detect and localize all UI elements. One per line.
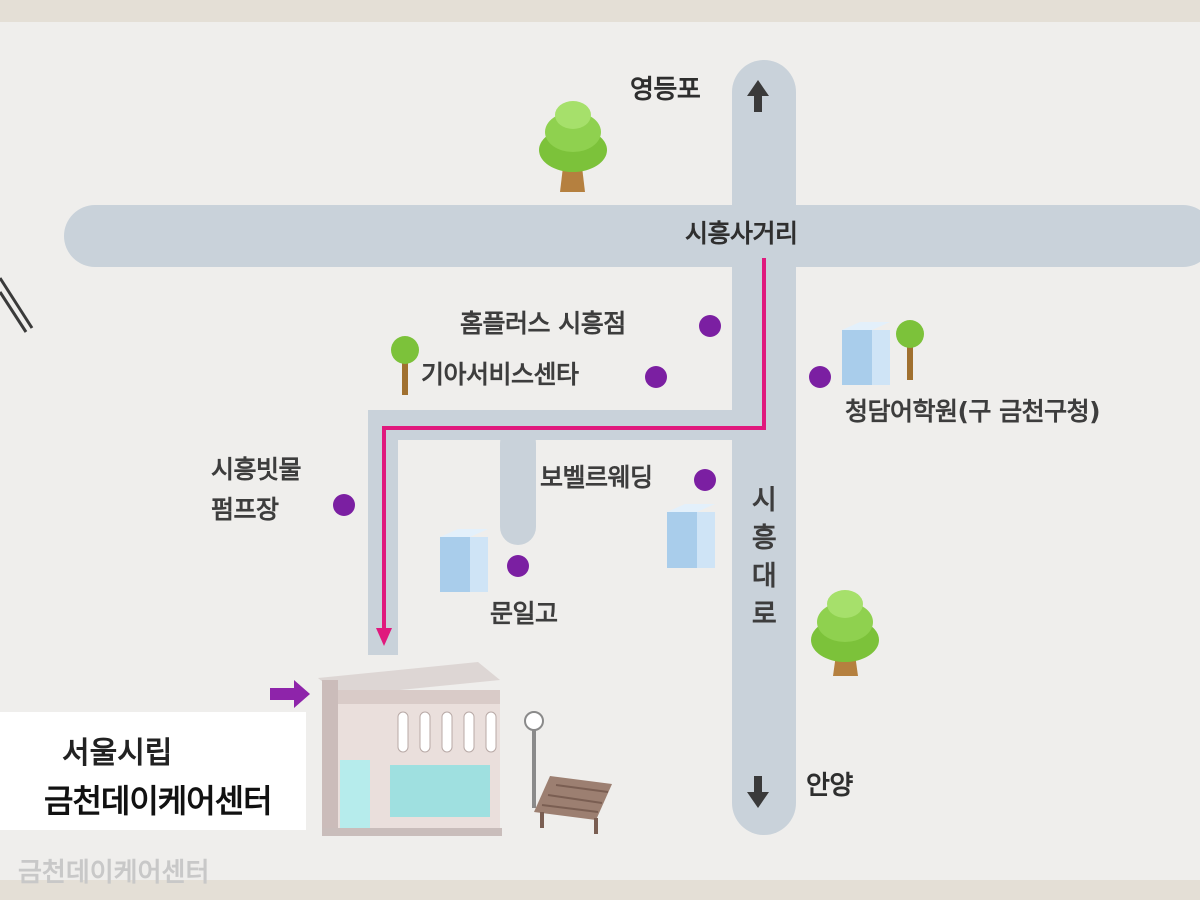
- horizontal-road: [64, 205, 1200, 267]
- tree-icon-small-kia: [391, 336, 419, 395]
- marker-bovelle: [694, 469, 716, 491]
- landmark-homeplus-label: 홈플러스 시흥점: [460, 309, 626, 338]
- marker-munil: [507, 555, 529, 577]
- arrow-up-icon: [747, 80, 769, 112]
- building-cube-cheongdam: [842, 322, 890, 385]
- main-avenue-label: 시흥대로: [751, 485, 777, 630]
- destination-pointer-icon: [270, 680, 310, 708]
- building-cube-munil: [440, 529, 488, 592]
- destination-name-line2: 금천데이케어센터: [44, 782, 273, 820]
- direction-south-label: 안양: [806, 771, 853, 801]
- route-arrow-icon: [376, 628, 392, 646]
- intersection-label: 시흥사거리: [685, 219, 798, 248]
- tree-icon-small-cheongdam: [896, 320, 924, 380]
- landmark-kia-label: 기아서비스센타: [421, 360, 579, 389]
- street-lamp-icon: [524, 711, 544, 808]
- stub-street: [500, 425, 536, 545]
- landmark-pump-station-line2: 펌프장: [211, 495, 279, 524]
- marker-homeplus: [699, 315, 721, 337]
- markers: [333, 315, 831, 577]
- tree-icon-large-bottom: [811, 590, 879, 676]
- top-border: [0, 0, 1200, 22]
- arrow-down-icon: [747, 776, 769, 808]
- landmark-cheongdam-label: 청담어학원(구 금천구청): [845, 397, 1101, 426]
- destination-logo: 서울시립 금천데이케어센터: [0, 712, 306, 830]
- vertical-road-siheung-daero: [732, 60, 796, 835]
- landmark-bovelle-label: 보벨르웨딩: [540, 463, 653, 492]
- marker-pump-station: [333, 494, 355, 516]
- bottom-border: [0, 880, 1200, 900]
- direction-north-label: 영등포: [630, 75, 701, 105]
- landmark-munil-label: 문일고: [490, 599, 558, 628]
- destination-building-icon: [318, 662, 502, 836]
- faded-caption: 금천데이케어센터: [18, 858, 210, 888]
- destination-name-line1: 서울시립: [62, 736, 173, 771]
- bench-icon: [534, 776, 612, 834]
- side-street: [368, 410, 764, 440]
- railway-lines: [0, 277, 34, 333]
- tree-icon-large-top: [539, 101, 607, 192]
- landmark-pump-station-line1: 시흥빗물: [211, 455, 302, 484]
- marker-cheongdam: [809, 366, 831, 388]
- marker-kia: [645, 366, 667, 388]
- route-line: [382, 258, 766, 640]
- building-cube-bovelle: [667, 504, 715, 568]
